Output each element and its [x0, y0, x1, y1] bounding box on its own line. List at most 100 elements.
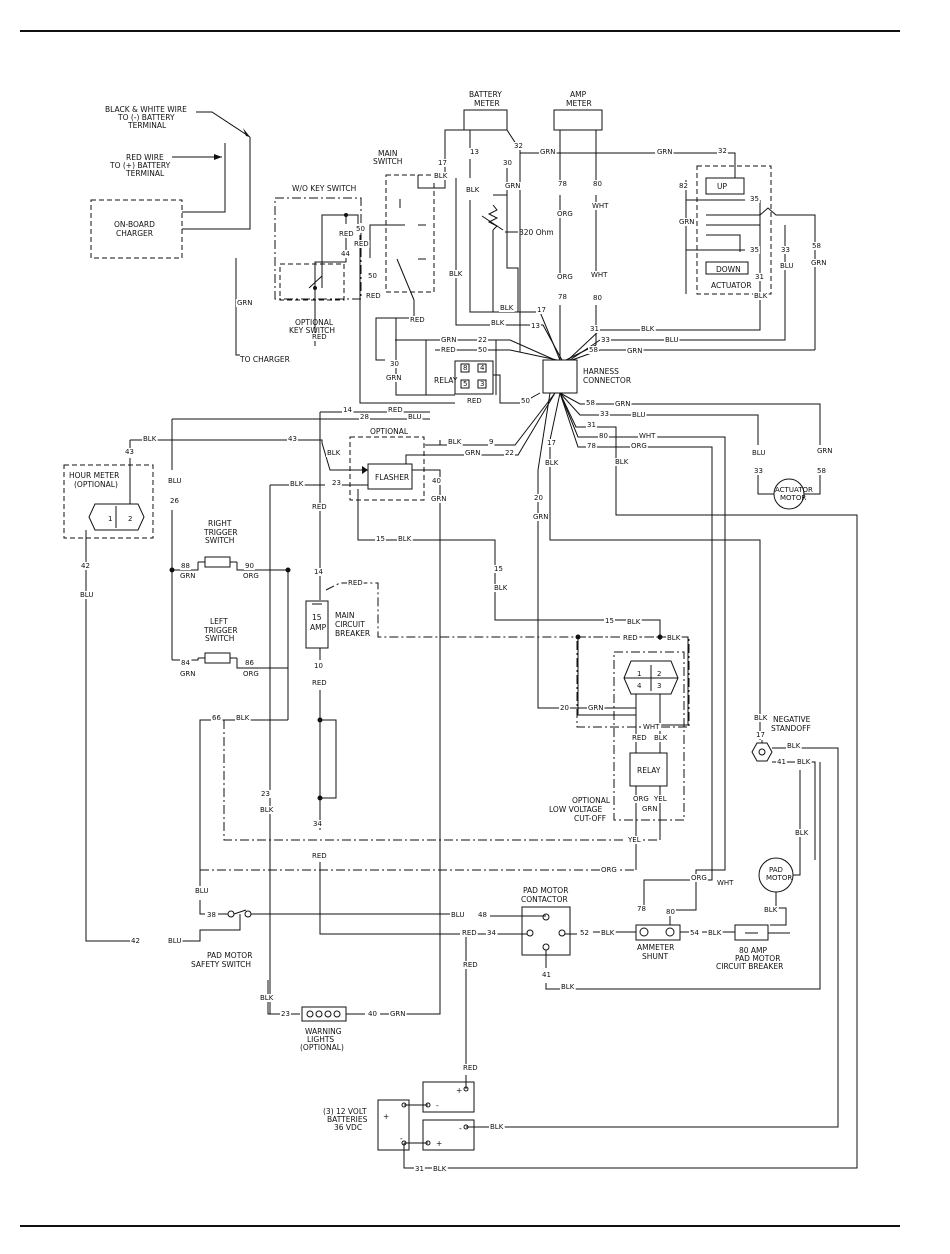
wire-label: RED [366, 292, 381, 300]
wire-label-bg [130, 937, 141, 945]
batteries-label-1: (3) 12 VOLT [323, 1107, 367, 1116]
wire-label-bg [592, 294, 603, 302]
wire-label: 50 [368, 272, 377, 280]
wire-label-bg [586, 442, 597, 450]
wire-label-bg [477, 911, 488, 919]
wire-label-bg [707, 929, 723, 937]
wire-label-bg [338, 230, 355, 238]
wire-label-bg [385, 374, 403, 382]
wire-label-bg [544, 459, 560, 467]
wire-label-bg [342, 406, 354, 414]
breaker-amp-2: AMP [310, 623, 327, 632]
wire-label-bg [653, 734, 669, 742]
harness-label-2: CONNECTOR [583, 376, 631, 385]
wire-label: RED [312, 503, 327, 511]
wire-label-bg [389, 360, 400, 368]
wire-label: 13 [531, 322, 540, 330]
wire-label-bg [533, 494, 544, 502]
wire-label: BLK [491, 319, 505, 327]
flasher [367, 463, 413, 490]
wire-label-bg [779, 262, 795, 270]
wire-label: 78 [637, 905, 646, 913]
wire-label-bg [340, 250, 352, 258]
wire-label-bg [631, 411, 647, 419]
wire-label-bg [488, 438, 495, 446]
wire-label-bg [477, 346, 488, 354]
wire-label: 28 [360, 413, 369, 421]
wire-label-bg [465, 186, 481, 194]
wire-label: 78 [558, 180, 567, 188]
wire-label-bg [587, 704, 605, 712]
left-trigger-label-2: TRIGGER [203, 626, 238, 635]
wire-label-bg [142, 435, 158, 443]
amp-meter-label-1: AMP [570, 90, 587, 99]
wire-label-bg [326, 449, 342, 457]
wire-label-bg [780, 246, 791, 254]
red-wire-label-3: TERMINAL [125, 169, 165, 178]
wire-label: BLK [260, 806, 274, 814]
wire-label: BLK [500, 304, 514, 312]
wire-label-bg [235, 714, 251, 722]
wire-label: GRN [627, 347, 643, 355]
wire-label: 43 [125, 448, 134, 456]
wire-label: 84 [181, 659, 190, 667]
wire-label: 15 [605, 617, 614, 625]
wire-label: YEL [653, 795, 667, 803]
wire-label: BLU [80, 591, 93, 599]
charger-label-2: CHARGER [116, 229, 153, 238]
wire-label-bg [493, 565, 504, 573]
wire-label: BLK [787, 742, 801, 750]
lvc-label-3: CUT-OFF [574, 814, 606, 823]
wire-label-bg [462, 1064, 479, 1072]
wire-label: 23 [281, 1010, 290, 1018]
lvc-pin-1: 1 [637, 670, 641, 678]
bw-wire-label-3: TERMINAL [127, 121, 167, 130]
actuator-motor-label-1: ACTUATOR [775, 486, 813, 494]
wire-label: 58 [817, 467, 826, 475]
bw-wire-label-1: BLACK & WHITE WIRE [105, 105, 187, 114]
wire-label-bg [448, 270, 464, 278]
wire-label-bg [557, 293, 568, 301]
wire-label: RED [467, 397, 482, 405]
wire-label-bg [242, 572, 260, 580]
wire-label-bg [557, 180, 568, 188]
wire-label-bg [462, 961, 479, 969]
pad-breaker-label-2: PAD MOTOR [735, 954, 780, 963]
wire-label-bg [367, 272, 378, 280]
wire-label: 40 [432, 477, 441, 485]
wire-label-bg [753, 714, 769, 722]
battery-2 [377, 1099, 410, 1151]
wire-label: 50 [521, 397, 530, 405]
battery-meter-label-2: METER [474, 99, 500, 108]
warning-label-3: (OPTIONAL) [300, 1043, 344, 1052]
wire-label: WHT [643, 723, 660, 731]
wire-label: BLK [654, 734, 668, 742]
wire-label-bg [753, 292, 769, 300]
wire-label: 31 [590, 325, 599, 333]
wire-label-bg [513, 142, 524, 150]
battery-meter-label-1: BATTERY [469, 90, 502, 99]
wire-label: BLK [466, 186, 480, 194]
wire-label: 13 [470, 148, 479, 156]
wire-label: 10 [314, 662, 323, 670]
wire-label: BLK [143, 435, 157, 443]
wire-label: BLK [615, 458, 629, 466]
wire-label-bg [502, 159, 513, 167]
wire-label-bg [236, 299, 254, 307]
wire-label: 42 [81, 562, 90, 570]
breaker-amp-1: 15 [312, 613, 322, 622]
wire-label-bg [244, 659, 256, 667]
red-wire-label-1: RED WIRE [126, 153, 164, 162]
wire-label: 80 [593, 180, 602, 188]
wire-label: 23 [332, 479, 341, 487]
wire-label-bg [626, 836, 642, 844]
wire-label-bg [311, 333, 328, 341]
resistor-label: 320 Ohm [519, 228, 554, 237]
relay-pin-3: 5 [463, 380, 467, 388]
wire-label-bg [194, 887, 210, 895]
wire-label-bg [347, 579, 364, 587]
wire-label-bg [665, 908, 676, 916]
wire-label: RED [410, 316, 425, 324]
wire-label: WHT [591, 271, 608, 279]
wire-label: BLK [561, 983, 575, 991]
